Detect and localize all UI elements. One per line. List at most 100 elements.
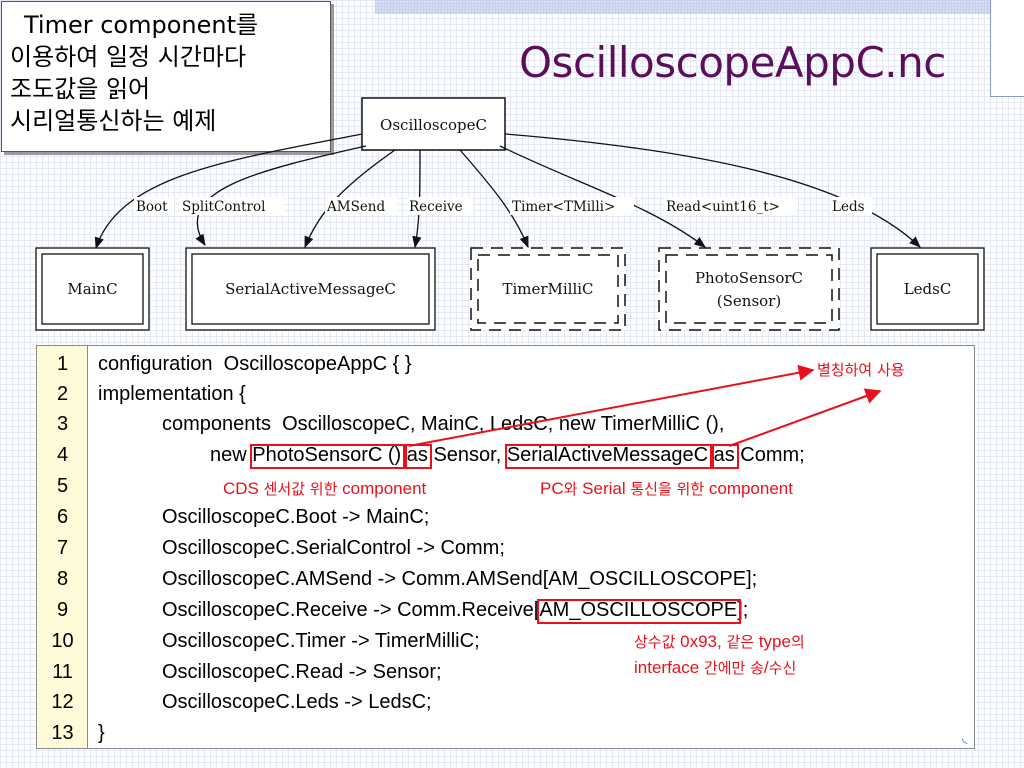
- callout-line-1: Timer component를: [24, 11, 259, 39]
- annotation-segment: 센서값 위한: [263, 480, 338, 498]
- slide-title: OscilloscopeAppC.nc: [519, 38, 946, 87]
- annotation-segment: /: [763, 658, 769, 677]
- highlight-box-as-sensor: [404, 444, 432, 469]
- code-segment: OscilloscopeC.Receive -> Comm.Receive[: [162, 599, 540, 621]
- edge-read: [499, 145, 706, 248]
- edge-label-receive: Receive: [409, 199, 463, 215]
- node-mainc: MainC: [35, 247, 150, 331]
- highlight-box-photosensorc: [250, 444, 406, 469]
- line-number: 2: [56, 383, 69, 405]
- code-listing: 1 2 3 4 5 6 7 8 9 10 11 12 13 configurat…: [36, 345, 975, 749]
- line-number-gutter: 1 2 3 4 5 6 7 8 9 10 11 12 13: [37, 346, 88, 748]
- annotation-segment: component: [337, 479, 427, 498]
- callout-line-3: 조도값을 읽어: [10, 75, 151, 103]
- line-number: 6: [56, 506, 69, 528]
- decorative-corner-fragment: ◟: [962, 730, 968, 746]
- edge-boot: [94, 133, 363, 250]
- node-timermillic: TimerMilliC: [470, 247, 626, 331]
- line-number: 10: [51, 630, 74, 652]
- line-number: 12: [51, 691, 74, 713]
- annotation-pc-serial-component: PC와 Serial 통신을 위한 component: [540, 477, 793, 501]
- code-token-am-oscilloscope: AM_OSCILLOSCOPE: [539, 599, 738, 621]
- callout-line-2: 이용하여 일정 시간마다: [10, 43, 247, 71]
- decorative-top-band: [375, 0, 990, 14]
- code-line-13: }: [98, 722, 105, 744]
- edge-label-splitcontrol: SplitControl: [182, 199, 265, 215]
- decorative-right-tab: [990, 0, 1024, 97]
- annotation-segment: PC: [540, 479, 564, 498]
- node-ledsc: LedsC: [870, 247, 985, 331]
- code-line-6: OscilloscopeC.Boot -> MainC;: [162, 506, 430, 528]
- code-keyword-as: as: [713, 444, 735, 466]
- highlight-box-as-comm: [711, 444, 739, 469]
- annotation-cds-component: CDS 센서값 위한 component: [223, 477, 426, 501]
- node-serialactivemessagec: SerialActiveMessageC: [185, 247, 436, 331]
- line-number: 11: [52, 661, 73, 683]
- line-number: 13: [51, 722, 74, 744]
- code-token-photosensorc: PhotoSensorC (): [252, 444, 402, 466]
- annotation-constant-type: 상수값 0x93, 같은 type의: [634, 630, 805, 654]
- code-line-8: OscilloscopeC.AMSend -> Comm.AMSend[AM_O…: [162, 568, 758, 590]
- code-line-7: OscilloscopeC.SerialControl -> Comm;: [162, 537, 505, 559]
- code-line-10: OscilloscopeC.Timer -> TimerMilliC;: [162, 630, 480, 652]
- line-number: 1: [56, 353, 69, 375]
- line-number: 8: [56, 568, 69, 590]
- edge-leds: [504, 133, 921, 248]
- annotation-segment: 수신: [768, 659, 797, 677]
- line-number: 7: [56, 537, 69, 559]
- code-keyword-as: as: [406, 444, 428, 466]
- annotation-segment: 간에만 송: [703, 659, 764, 677]
- annotation-segment: interface: [634, 658, 704, 677]
- highlight-box-am-oscilloscope: [537, 599, 742, 624]
- annotation-segment: 의: [790, 633, 805, 651]
- code-line-3: components OscilloscopeC, MainC, LedsC, …: [162, 413, 725, 435]
- edge-label-amsend: AMSend: [326, 199, 386, 215]
- edge-splitcontrol: [195, 145, 367, 246]
- line-number: 4: [56, 444, 69, 466]
- node-photosensorc-label-1: PhotoSensorC: [695, 269, 803, 287]
- component-wiring-diagram: OscilloscopeC Boot SplitControl AMSend R…: [35, 97, 985, 331]
- line-number: 9: [56, 599, 69, 621]
- node-photosensorc: PhotoSensorC (Sensor): [658, 247, 840, 331]
- code-token-comm: Comm;: [734, 444, 805, 466]
- annotation-interface-sendreceive: interface 간에만 송/수신: [634, 656, 796, 680]
- code-line-1: configuration OscilloscopeAppC { }: [98, 353, 412, 375]
- annotation-segment: component: [704, 479, 793, 498]
- annotation-segment: 통신을 위한: [630, 480, 705, 498]
- description-callout: Timer component를 이용하여 일정 시간마다 조도값을 읽어 시리…: [1, 1, 331, 152]
- node-ledsc-label: LedsC: [904, 280, 952, 298]
- annotation-segment: CDS: [223, 479, 264, 498]
- code-line-11: OscilloscopeC.Read -> Sensor;: [162, 661, 442, 683]
- edge-label-read: Read<uint16_t>: [666, 199, 780, 215]
- annotation-segment: type: [754, 632, 791, 651]
- code-line-2: implementation {: [98, 383, 246, 405]
- code-token-sensor: Sensor,: [427, 444, 507, 466]
- node-timermillic-label: TimerMilliC: [502, 280, 593, 298]
- annotation-segment: Serial: [577, 479, 631, 498]
- code-segment: ];: [737, 599, 749, 621]
- code-line-4: new PhotoSensorC () as Sensor, SerialAct…: [210, 442, 805, 468]
- line-number: 3: [56, 413, 69, 435]
- edge-timer: [459, 149, 529, 249]
- code-line-9: OscilloscopeC.Receive -> Comm.Receive[AM…: [162, 597, 748, 623]
- code-line-12: OscilloscopeC.Leds -> LedsC;: [162, 691, 432, 713]
- annotation-segment: 와: [563, 480, 578, 498]
- alias-arrow-from-as-comm: [728, 388, 882, 447]
- code-keyword-new: new: [210, 444, 253, 466]
- edge-label-boot: Boot: [136, 199, 168, 215]
- edge-label-leds: Leds: [832, 199, 865, 215]
- edge-label-timer: Timer<TMilli>: [512, 199, 615, 215]
- node-photosensorc-label-2: (Sensor): [717, 292, 781, 310]
- node-oscilloscopec-label: OscilloscopeC: [380, 116, 487, 134]
- node-mainc-label: MainC: [67, 280, 117, 298]
- annotation-segment: 0x93,: [675, 632, 727, 651]
- annotation-segment: 같은: [726, 633, 755, 651]
- node-oscilloscopec: OscilloscopeC: [361, 97, 506, 151]
- line-number: 5: [56, 475, 69, 497]
- code-token-serialactivemessagec: SerialActiveMessageC: [506, 444, 709, 466]
- callout-line-4: 시리얼통신하는 예제: [10, 107, 217, 135]
- node-serialactivemessagec-label: SerialActiveMessageC: [225, 280, 396, 298]
- highlight-box-serialactivemessagec: [504, 444, 713, 469]
- annotation-alias: 별칭하여 사용: [817, 361, 905, 379]
- annotation-segment: 상수값: [634, 633, 676, 651]
